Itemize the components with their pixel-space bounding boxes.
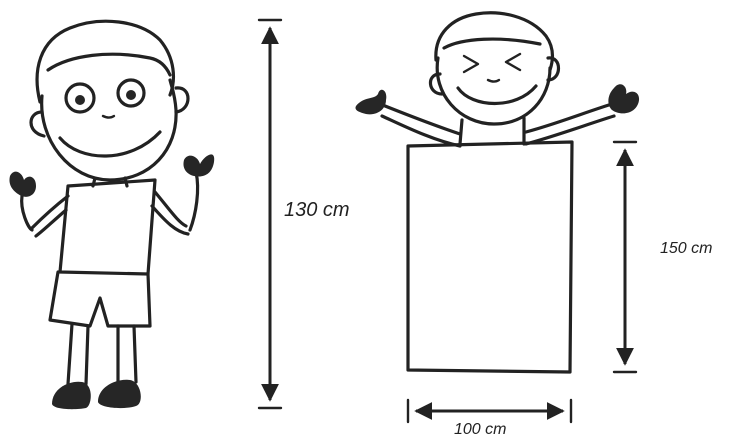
bag-height-dimension: 150 cm [614,142,712,372]
child-height-dimension: 130 cm [259,20,350,408]
bag-width-label: 100 cm [454,421,506,436]
child-height-label: 130 cm [284,199,350,221]
bag-height-label: 150 cm [660,240,712,257]
standing-child-illustration [9,21,214,409]
bag-width-dimension: 100 cm [408,400,571,436]
sleeping-bag-child-illustration [355,13,639,372]
